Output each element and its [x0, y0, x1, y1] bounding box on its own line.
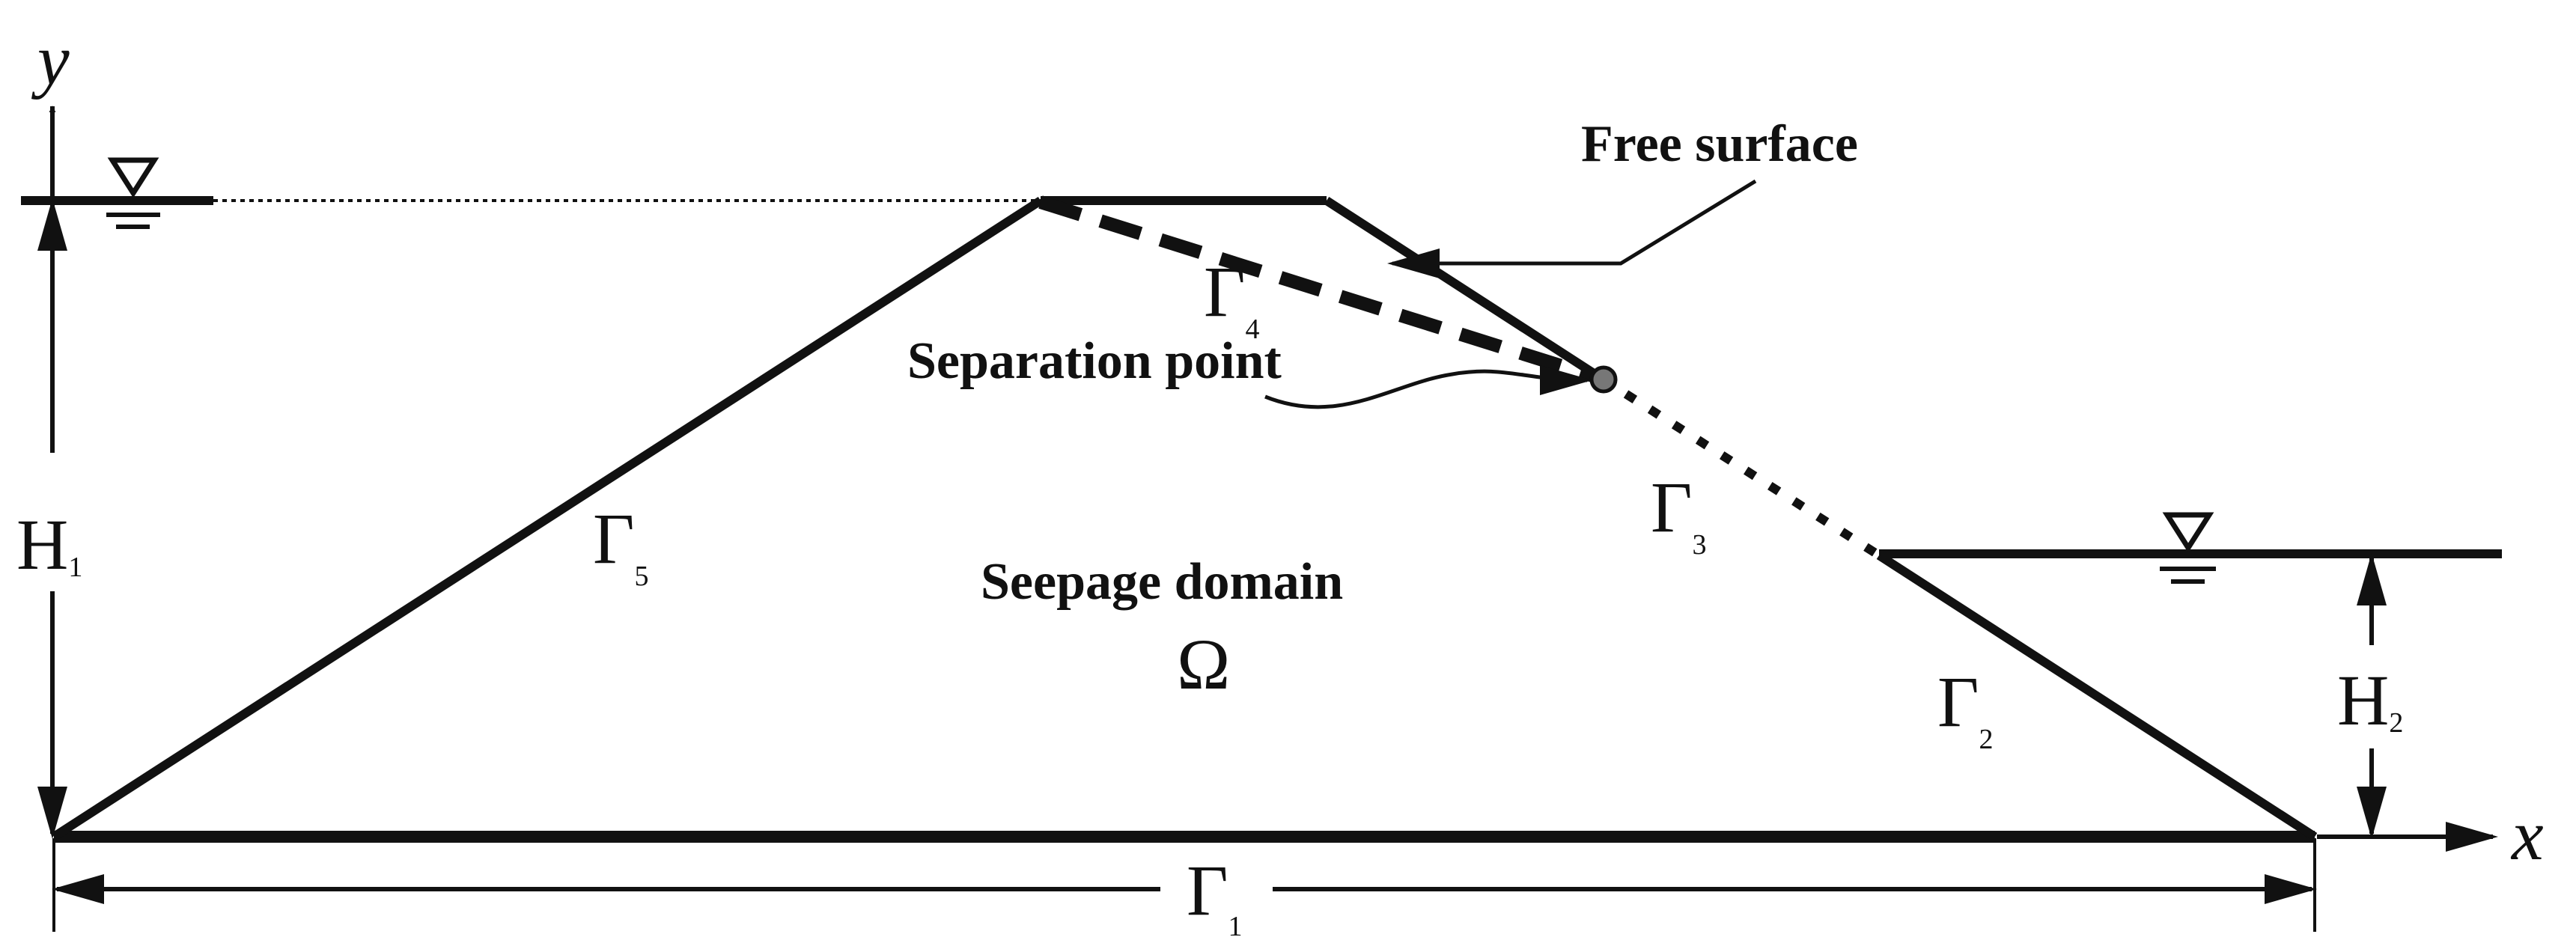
- water-level-triangle-icon-2: [2162, 512, 2214, 553]
- separation-point-label: Separation point: [907, 332, 1282, 390]
- x-axis-label: x: [2510, 795, 2544, 875]
- gamma1-label: Γ1: [1187, 850, 1243, 942]
- water-level-triangle-icon: [107, 157, 159, 198]
- seepage-face-dotted: [1599, 374, 1882, 560]
- separation-point-leader: [1264, 364, 1592, 409]
- separation-point-marker: [1589, 365, 1618, 394]
- h2-label: H2: [2337, 660, 2403, 740]
- omega-symbol: Ω: [1177, 624, 1230, 704]
- gamma2-label: Γ2: [1937, 662, 1994, 755]
- h1-dimension: H1: [16, 198, 82, 839]
- dam-outline: [51, 196, 2318, 843]
- boundary-gamma5-upstream-face: [51, 196, 1044, 841]
- downstream-water-level: [1879, 512, 2502, 584]
- gamma1-dimension: Γ1: [52, 838, 2317, 942]
- h2-dimension: H2: [2337, 553, 2403, 839]
- y-axis-label: y: [31, 19, 70, 100]
- upstream-water-level: [21, 157, 1041, 229]
- gamma5-label: Γ5: [593, 498, 649, 592]
- free-surface-curve: [1038, 195, 1604, 385]
- free-surface-label: Free surface: [1581, 115, 1858, 173]
- boundary-gamma2-downstream-face: [1876, 551, 2318, 841]
- seepage-domain-label: Seepage domain: [981, 553, 1343, 611]
- gamma4-label: Γ4: [1204, 251, 1260, 345]
- downstream-face-upper: [1324, 196, 1605, 383]
- h1-label: H1: [16, 504, 82, 585]
- gamma3-label: Γ3: [1651, 467, 1707, 561]
- free-surface-leader: [1387, 179, 1757, 278]
